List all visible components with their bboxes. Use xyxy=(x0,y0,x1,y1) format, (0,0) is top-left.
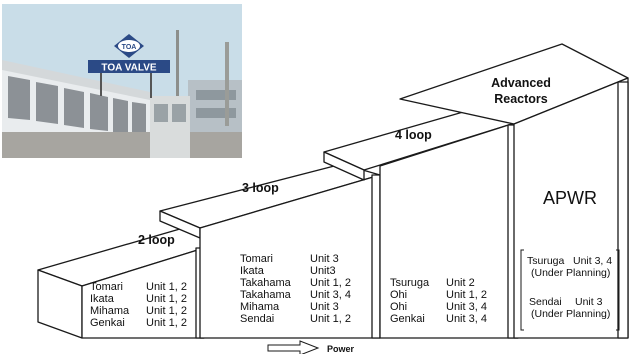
plant-unit: Unit 3, 4 xyxy=(446,301,487,313)
plant-note: (Under Planning) xyxy=(531,267,610,279)
label-advanced-line2: Reactors xyxy=(494,92,548,106)
plant-unit: Unit 1, 2 xyxy=(310,277,351,289)
plant-name: Ikata xyxy=(90,293,115,305)
plant-unit: Unit 3 xyxy=(310,301,339,313)
plant-name: Tsuruga xyxy=(390,277,430,289)
plant-unit: Unit3 xyxy=(310,265,336,277)
plant-name: Sendai xyxy=(240,313,274,325)
block-advanced-edge xyxy=(617,81,629,339)
plant-name: Ohi xyxy=(390,289,407,301)
power-label: Power xyxy=(327,344,355,354)
plant-name: Genkai xyxy=(390,313,425,325)
plant-name: Takahama xyxy=(240,277,292,289)
plant-name: Sendai xyxy=(529,296,562,308)
plant-name: Tomari xyxy=(90,281,123,293)
block-advanced xyxy=(399,43,629,339)
factory-photo: TOA VALVE TOA xyxy=(2,4,242,158)
plant-unit: Unit 3 xyxy=(575,296,603,308)
plant-unit: Unit 3, 4 xyxy=(446,313,487,325)
block-3-loop xyxy=(159,163,381,339)
plant-unit: Unit 1, 2 xyxy=(146,281,187,293)
plant-note: (Under Planning) xyxy=(531,308,610,320)
plant-name: Takahama xyxy=(240,289,292,301)
block-4-loop xyxy=(323,105,519,339)
apwr-label: APWR xyxy=(543,188,597,208)
block-2-loop xyxy=(37,221,205,339)
plant-unit: Unit 3, 4 xyxy=(573,255,612,267)
photo-sign-text: TOA VALVE xyxy=(101,63,157,74)
block-3-loop-edge xyxy=(371,174,381,339)
photo-windows xyxy=(8,76,146,136)
plant-name: Mihama xyxy=(90,305,130,317)
block-4-loop-side xyxy=(323,151,365,181)
power-arrow: Power xyxy=(267,340,355,354)
label-advanced-line1: Advanced xyxy=(491,76,551,90)
plant-name: Ikata xyxy=(240,265,265,277)
plant-name: Mihama xyxy=(240,301,280,313)
plant-unit: Unit 2 xyxy=(446,277,475,289)
bracket-left xyxy=(520,249,524,331)
plant-unit: Unit 1, 2 xyxy=(446,289,487,301)
list-3-loop: Tomari Unit 3 Ikata Unit3 Takahama Unit … xyxy=(240,253,351,325)
plant-unit: Unit 1, 2 xyxy=(310,313,351,325)
label-3-loop: 3 loop xyxy=(242,181,279,195)
plant-unit: Unit 3 xyxy=(310,253,339,265)
plant-name: Tomari xyxy=(240,253,273,265)
plant-name: Ohi xyxy=(390,301,407,313)
photo-ground xyxy=(2,132,242,158)
plant-unit: Unit 1, 2 xyxy=(146,317,187,329)
label-4-loop: 4 loop xyxy=(395,128,432,142)
plant-unit: Unit 1, 2 xyxy=(146,293,187,305)
plant-name: Genkai xyxy=(90,317,125,329)
list-advanced: Tsuruga Unit 3, 4 (Under Planning) Senda… xyxy=(520,249,620,331)
plant-name: Tsuruga xyxy=(527,255,565,267)
bracket-right xyxy=(616,249,620,331)
plant-unit: Unit 1, 2 xyxy=(146,305,187,317)
label-2-loop: 2 loop xyxy=(138,233,175,247)
photo-pole xyxy=(225,42,229,126)
plant-unit: Unit 3, 4 xyxy=(310,289,351,301)
list-2-loop: Tomari Unit 1, 2 Ikata Unit 1, 2 Mihama … xyxy=(90,281,187,329)
arrow-right-icon xyxy=(267,340,320,354)
list-4-loop: Tsuruga Unit 2 Ohi Unit 1, 2 Ohi Unit 3,… xyxy=(390,277,487,325)
photo-sign-board xyxy=(88,60,170,73)
photo-pole xyxy=(176,30,179,120)
photo-logo-text: TOA xyxy=(122,44,137,51)
